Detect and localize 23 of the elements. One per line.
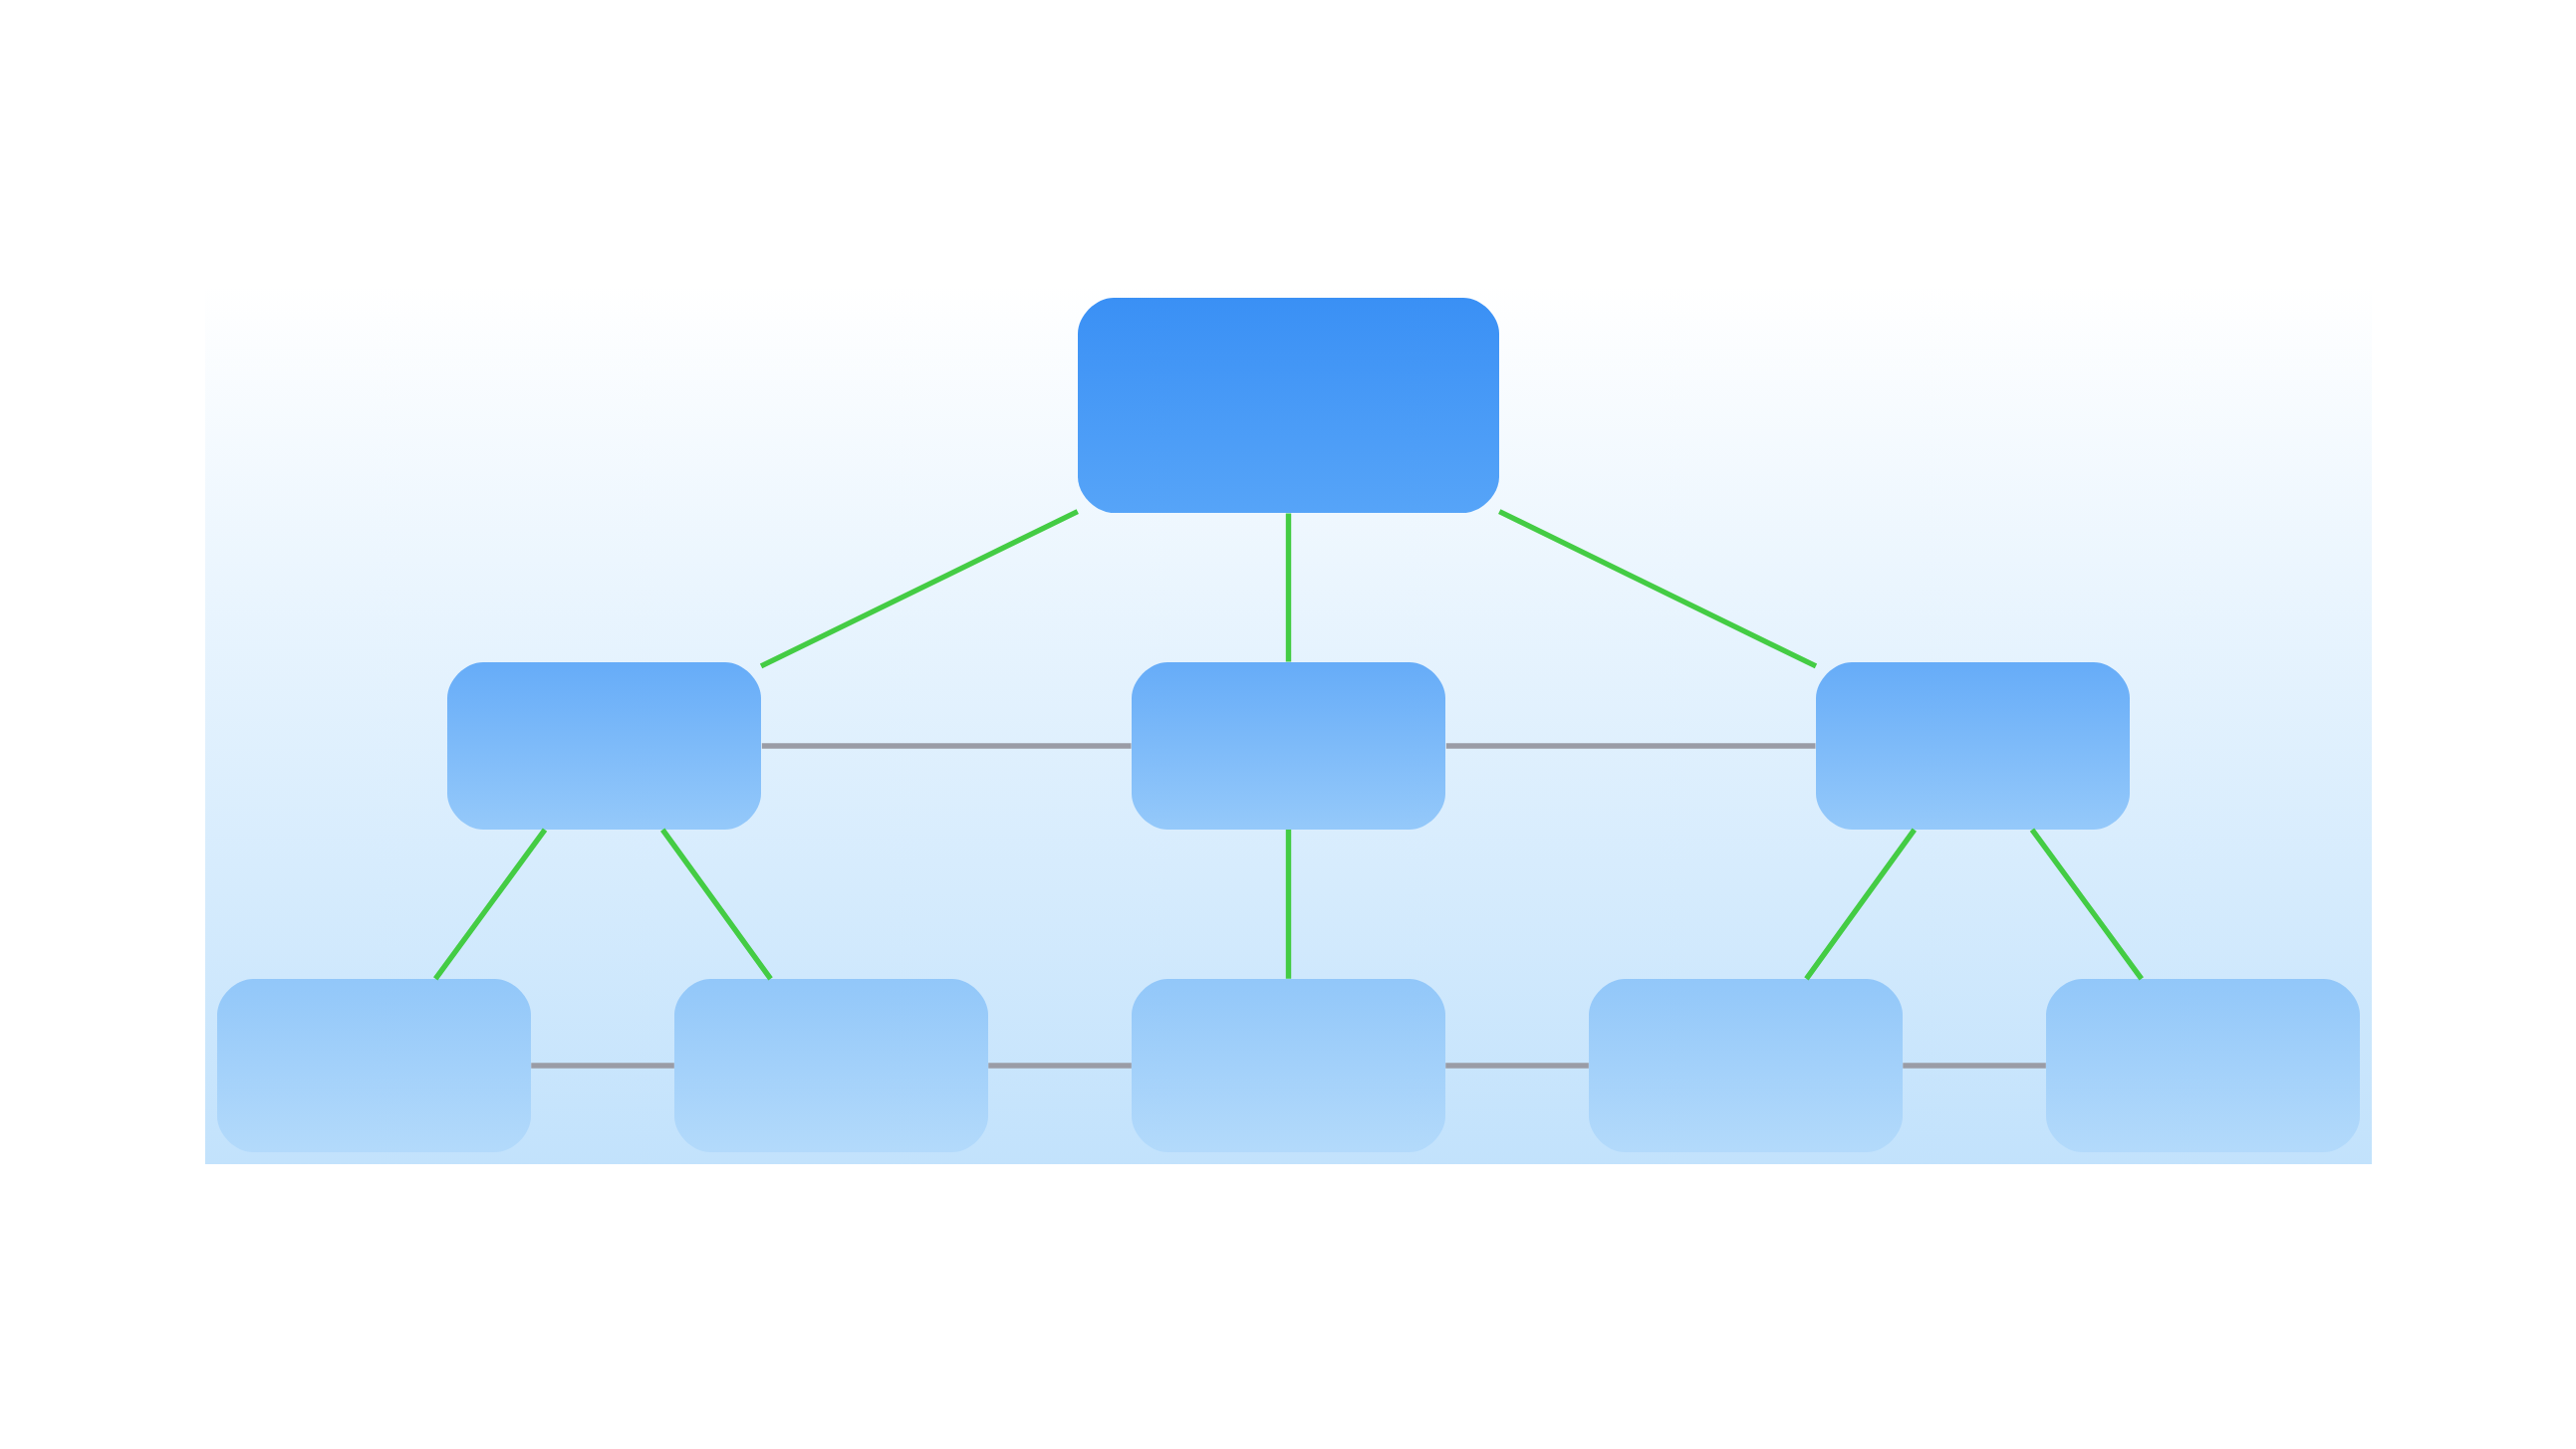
connector	[432, 828, 547, 980]
connector	[761, 742, 1131, 749]
connector	[1285, 829, 1291, 979]
connector	[1285, 512, 1291, 661]
connector	[1444, 1062, 1589, 1069]
node-box	[1131, 661, 1445, 830]
connector	[987, 1062, 1132, 1069]
node-box	[1815, 661, 2130, 830]
connector	[1902, 1062, 2046, 1069]
node-box	[446, 661, 761, 830]
node-box	[1077, 297, 1499, 513]
connector	[1497, 508, 1817, 668]
connector	[659, 828, 773, 980]
node-box	[2045, 978, 2360, 1152]
node-box	[673, 978, 988, 1152]
node-box	[1131, 978, 1445, 1152]
node-box	[1588, 978, 1903, 1152]
connector	[2029, 828, 2144, 980]
node-box	[216, 978, 531, 1152]
connector	[759, 508, 1079, 668]
connector	[530, 1062, 674, 1069]
connector	[1803, 828, 1917, 980]
connector	[1445, 742, 1815, 749]
